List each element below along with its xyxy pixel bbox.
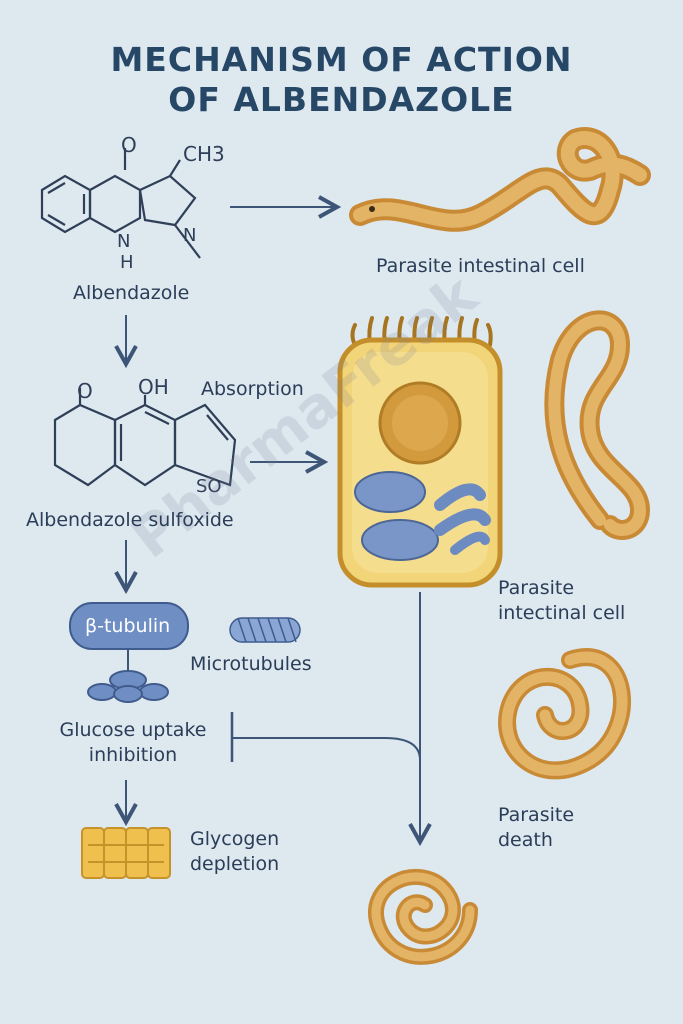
beta-tubulin-label: β-tubulin [85,615,171,637]
absorption-label: Absorption [201,378,304,400]
parasite-cell [337,316,503,588]
microtubules-label: Microtubules [190,653,312,675]
mol2-oh-label: OH [138,375,169,399]
worm-coiled-right [498,648,631,780]
mol1-o-label: O [121,133,137,157]
parasite-intestinal-cell-top-label: Parasite intestinal cell [376,255,585,277]
albendazole-sulfoxide-label: Albendazole sulfoxide [26,509,234,531]
glycogen-icon [81,827,171,879]
mol1-nh-n: N [117,231,130,252]
parasite-death-label: Parasite death [498,804,575,851]
title-line-2: OF ALBENDAZOLE [168,80,515,119]
glycogen-depletion-label: Glycogen depletion [190,828,280,875]
microtubules-icon [229,617,301,643]
title-line-1: MECHANISM OF ACTION [110,40,573,79]
glucose-uptake-label: Glucose uptake inhibition [59,719,207,766]
tubulin-base [87,670,169,703]
mol2-so-label: SO [196,476,222,497]
mol1-n-label: N [183,225,196,246]
worm-spiral-bottom [368,868,478,965]
mol1-nh-h: H [120,252,134,273]
mol2-o-label: O [77,379,93,403]
mol1-ch3-label: CH3 [183,142,225,166]
sulfoxide-structure [53,388,237,487]
albendazole-structure [40,148,201,259]
parasite-intectinal-cell-label: Parasite intectinal cell [498,577,626,624]
albendazole-label: Albendazole [73,282,190,304]
